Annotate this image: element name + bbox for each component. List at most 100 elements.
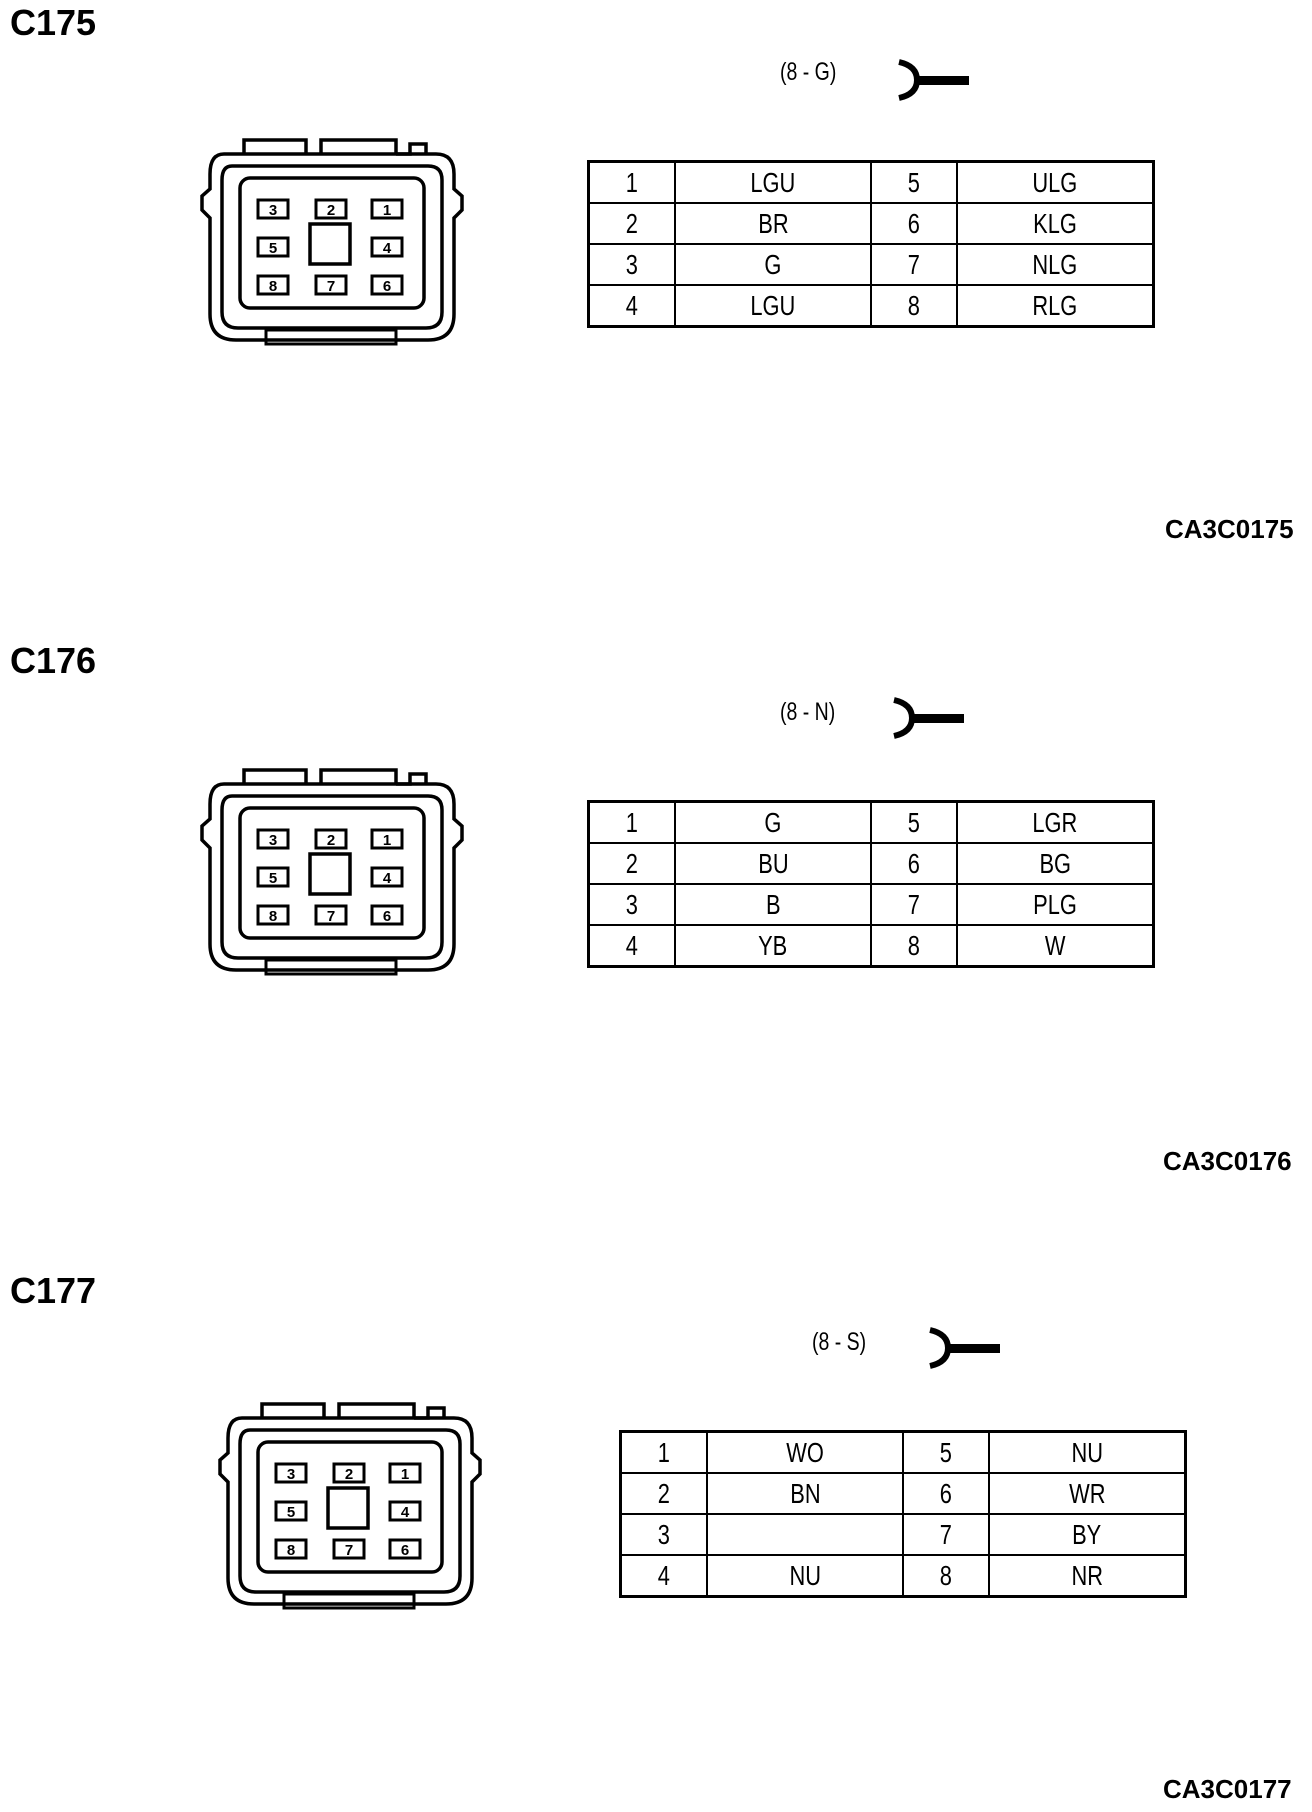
- cavity-number: 5: [287, 1504, 295, 1521]
- female-terminal-icon: [893, 697, 964, 739]
- pin-number: 7: [907, 889, 921, 920]
- pin-table: 1 LGU 5 ULG 2 BR 6 KLG 3 G 7 NLG 4 LGU 8…: [587, 160, 1155, 328]
- wire-color: BY: [1072, 1519, 1102, 1550]
- cavity-number: 7: [345, 1542, 353, 1559]
- connector-code: (8 - N): [780, 698, 836, 726]
- table-row: 2 BU 6 BG: [587, 842, 1155, 885]
- wire-color: YB: [758, 930, 788, 961]
- pin-number: 3: [657, 1519, 671, 1550]
- connector-code: (8 - S): [812, 1328, 867, 1356]
- wire-color: G: [764, 249, 782, 280]
- wire-color: BU: [757, 848, 789, 879]
- figure-reference: CA3C0177: [1163, 1774, 1292, 1804]
- pin-number: 1: [625, 807, 639, 838]
- wire-color: NU: [789, 1560, 821, 1591]
- wire-color: NR: [1071, 1560, 1103, 1591]
- wire-color: BN: [789, 1478, 821, 1509]
- wire-color: NLG: [1032, 249, 1078, 280]
- cavity-number: 1: [401, 1466, 409, 1483]
- connector-face-diagram: 3 2 1 5 4 8 7 6: [200, 138, 464, 346]
- cavity-number: 2: [327, 832, 335, 849]
- pin-number: 8: [907, 290, 921, 321]
- cavity-number: 6: [401, 1542, 409, 1559]
- wire-color: NU: [1071, 1437, 1103, 1468]
- pin-number: 8: [907, 930, 921, 961]
- pin-number: 4: [625, 290, 639, 321]
- wire-color: RLG: [1032, 290, 1078, 321]
- wire-color: B: [765, 889, 781, 920]
- wire-color: WO: [786, 1437, 824, 1468]
- wire-color: W: [1044, 930, 1066, 961]
- cavity-number: 4: [383, 870, 392, 887]
- table-row: 3 7 BY: [619, 1513, 1187, 1556]
- pin-number: 4: [625, 930, 639, 961]
- pin-number: 5: [907, 807, 921, 838]
- cavity-number: 3: [269, 832, 277, 849]
- pin-table: 1 G 5 LGR 2 BU 6 BG 3 B 7 PLG 4 YB 8 W: [587, 800, 1155, 968]
- connector-face-diagram: 3 2 1 5 4 8 7 6: [218, 1402, 482, 1610]
- wire-color: PLG: [1033, 889, 1077, 920]
- table-row: 1 LGU 5 ULG: [587, 160, 1155, 204]
- pin-number: 4: [657, 1560, 671, 1591]
- wire-color: LGU: [750, 290, 796, 321]
- cavity-number: 5: [269, 240, 277, 257]
- table-row: 4 NU 8 NR: [619, 1554, 1187, 1598]
- cavity-number: 8: [287, 1542, 295, 1559]
- pin-number: 7: [939, 1519, 953, 1550]
- figure-reference: CA3C0176: [1163, 1146, 1292, 1176]
- figure-reference: CA3C0175: [1165, 514, 1294, 544]
- wire-color: KLG: [1033, 208, 1077, 239]
- pin-number: 3: [625, 249, 639, 280]
- pin-number: 6: [907, 848, 921, 879]
- table-row: 4 LGU 8 RLG: [587, 284, 1155, 328]
- pin-number: 2: [657, 1478, 671, 1509]
- cavity-number: 3: [287, 1466, 295, 1483]
- table-row: 3 G 7 NLG: [587, 243, 1155, 286]
- pin-number: 1: [657, 1437, 671, 1468]
- connector-title: C177: [10, 1270, 97, 1311]
- connector-code: (8 - G): [780, 58, 837, 86]
- cavity-number: 2: [345, 1466, 353, 1483]
- wire-color: LGU: [750, 167, 796, 198]
- table-row: 1 G 5 LGR: [587, 800, 1155, 844]
- cavity-number: 7: [327, 278, 335, 295]
- connector-title: C176: [10, 640, 97, 681]
- pin-number: 7: [907, 249, 921, 280]
- pin-number: 5: [939, 1437, 953, 1468]
- cavity-number: 3: [269, 202, 277, 219]
- cavity-number: 7: [327, 908, 335, 925]
- pin-number: 6: [907, 208, 921, 239]
- pin-number: 2: [625, 848, 639, 879]
- table-row: 2 BN 6 WR: [619, 1472, 1187, 1515]
- pin-number: 1: [625, 167, 639, 198]
- connector-title: C175: [10, 2, 97, 43]
- cavity-number: 8: [269, 278, 277, 295]
- female-terminal-icon: [898, 59, 969, 101]
- wire-color: ULG: [1032, 167, 1078, 198]
- table-row: 4 YB 8 W: [587, 924, 1155, 968]
- wire-color: BG: [1039, 848, 1071, 879]
- pin-number: 5: [907, 167, 921, 198]
- cavity-number: 1: [383, 202, 391, 219]
- pin-number: 3: [625, 889, 639, 920]
- pin-number: 6: [939, 1478, 953, 1509]
- pin-number: 8: [939, 1560, 953, 1591]
- cavity-number: 4: [401, 1504, 410, 1521]
- cavity-number: 4: [383, 240, 392, 257]
- table-row: 1 WO 5 NU: [619, 1430, 1187, 1474]
- cavity-number: 6: [383, 278, 391, 295]
- wire-color: G: [764, 807, 782, 838]
- connector-face-diagram: 3 2 1 5 4 8 7 6: [200, 768, 464, 976]
- wire-color: LGR: [1032, 807, 1078, 838]
- female-terminal-icon: [929, 1327, 1000, 1369]
- wire-color: BR: [757, 208, 789, 239]
- pin-number: 2: [625, 208, 639, 239]
- pin-table: 1 WO 5 NU 2 BN 6 WR 3 7 BY 4 NU 8 NR: [619, 1430, 1187, 1598]
- table-row: 3 B 7 PLG: [587, 883, 1155, 926]
- table-row: 2 BR 6 KLG: [587, 202, 1155, 245]
- cavity-number: 1: [383, 832, 391, 849]
- cavity-number: 2: [327, 202, 335, 219]
- cavity-number: 5: [269, 870, 277, 887]
- cavity-number: 8: [269, 908, 277, 925]
- cavity-number: 6: [383, 908, 391, 925]
